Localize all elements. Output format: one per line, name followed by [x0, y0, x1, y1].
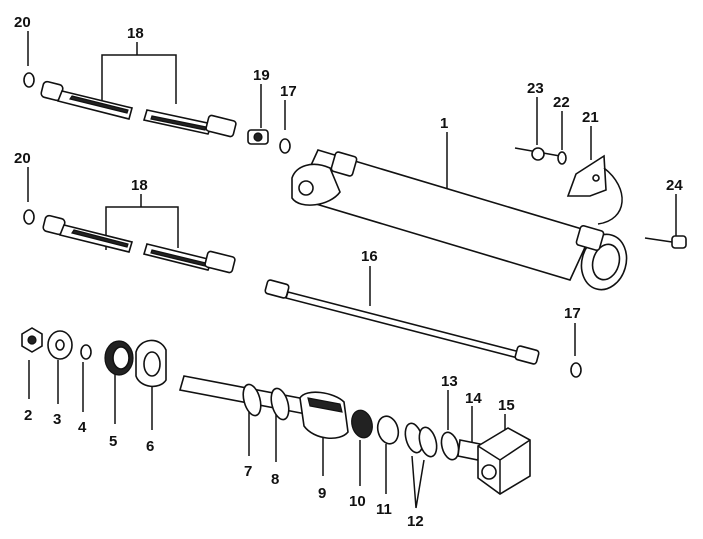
o-ring-20-middle [23, 209, 35, 225]
collar-14 [457, 439, 481, 461]
hose-right-top-shade [150, 115, 207, 131]
callout-13: 13 [441, 373, 458, 390]
rod-eye-15-hole [481, 464, 497, 480]
callout-19: 19 [253, 67, 270, 84]
callout-21: 21 [582, 109, 599, 126]
fitting-19-hole [253, 132, 263, 142]
callout-20-middle: 20 [14, 150, 31, 167]
callout-18-middle: 18 [131, 177, 148, 194]
barrel-port-rear [330, 151, 358, 177]
spacer-11 [376, 415, 400, 445]
rod-eye-15 [477, 427, 531, 495]
o-ring-17-top [279, 138, 291, 154]
piston-5-bore [112, 346, 130, 370]
bracket-hole [592, 174, 600, 182]
o-ring-20-top [23, 72, 35, 88]
gland-9-thread [307, 397, 343, 413]
bolt-24-axis [644, 237, 673, 243]
leader-lines [27, 31, 677, 509]
o-ring-4 [80, 344, 92, 360]
piston-rod-assembly [21, 327, 531, 495]
callout-10: 10 [349, 493, 366, 510]
bolt-24 [671, 235, 687, 249]
callout-16: 16 [361, 248, 378, 265]
leader-12 [411, 455, 425, 509]
tube-assembly [264, 279, 582, 378]
leader-18-top-bracket [101, 54, 177, 106]
washer-22 [557, 151, 567, 165]
upper-hose-assembly [23, 72, 291, 154]
leader-18-mid-bracket [105, 206, 179, 250]
callout-17-right: 17 [564, 305, 581, 322]
lower-hose-assembly [23, 209, 236, 274]
washer-3-hole [55, 339, 65, 351]
callout-14: 14 [465, 390, 482, 407]
ring-13 [440, 431, 460, 461]
tube-16 [284, 291, 522, 359]
hose-left-top-shade [69, 95, 129, 114]
callout-24: 24 [666, 177, 683, 194]
clevis-pin-hole [298, 180, 314, 196]
seal-8 [270, 387, 290, 421]
o-ring-17-right [570, 362, 582, 378]
callout-9: 9 [318, 485, 326, 502]
callout-12: 12 [407, 513, 424, 530]
tube-fitting-right [514, 345, 540, 365]
nut-2-hole [27, 335, 37, 345]
callout-18-top: 18 [127, 25, 144, 42]
callout-22: 22 [553, 94, 570, 111]
callout-labels: 1 2 3 4 5 6 7 8 9 10 11 12 13 14 15 16 1… [14, 14, 683, 530]
tube-fitting-left [264, 279, 290, 299]
nut-23 [531, 147, 545, 161]
bracket-strap-line [597, 167, 623, 225]
cylinder-barrel [291, 147, 687, 291]
callout-15: 15 [498, 397, 515, 414]
callout-1: 1 [440, 115, 448, 132]
callout-4: 4 [78, 419, 87, 436]
wear-ring-6-hole [143, 351, 161, 377]
callout-11: 11 [376, 501, 392, 518]
callout-23: 23 [527, 80, 544, 97]
fitting-right-top [205, 114, 237, 138]
callout-3: 3 [53, 411, 61, 428]
barrel-port-front [575, 224, 605, 252]
callout-2: 2 [24, 407, 32, 424]
hose-left-middle-shade [71, 229, 129, 248]
gland-9 [299, 391, 349, 439]
callout-20-top: 20 [14, 14, 31, 31]
bushing-10 [351, 409, 373, 439]
ring-12b [418, 426, 438, 458]
callout-8: 8 [271, 471, 279, 488]
callout-7: 7 [244, 463, 252, 480]
callout-17-top: 17 [280, 83, 297, 100]
barrel-bore [591, 243, 621, 281]
callout-5: 5 [109, 433, 117, 450]
fitting-right-middle [204, 250, 236, 274]
mounting-bracket-21 [566, 154, 607, 197]
rod-eye-15-edges [477, 439, 531, 494]
seal-7 [242, 383, 262, 417]
callout-6: 6 [146, 438, 154, 455]
